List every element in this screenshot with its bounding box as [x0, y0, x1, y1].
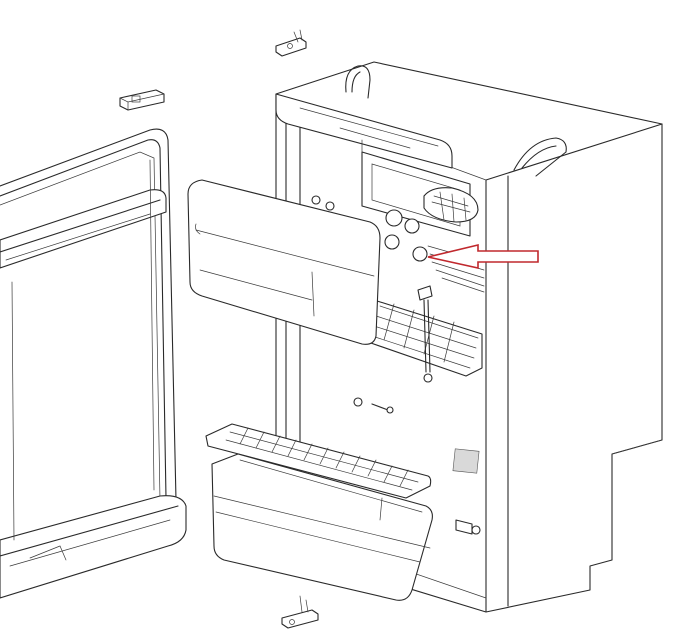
crisper-cover-slots: [239, 427, 409, 487]
freezer-flap: [187, 179, 381, 345]
fridge-door: [0, 128, 187, 599]
crisper-bin: [211, 453, 433, 601]
callout-arrow: [427, 243, 539, 269]
bottom-hinge: [281, 595, 319, 629]
top-hinge: [275, 29, 307, 57]
thermostat-probe: [417, 285, 433, 383]
door-clip: [119, 89, 165, 111]
fridge-cabinet: [275, 61, 663, 613]
crisper-cover: [205, 423, 432, 499]
rating-label: [452, 448, 480, 474]
